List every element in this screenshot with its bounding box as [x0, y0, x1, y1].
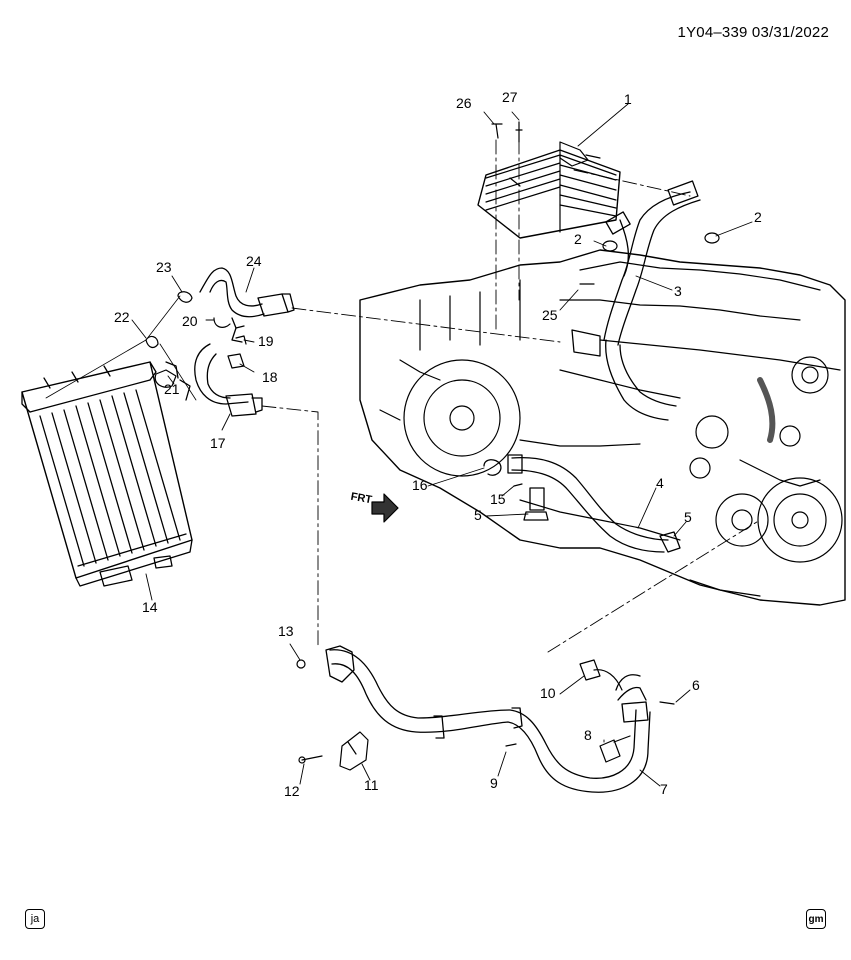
callout-8: 8 — [584, 727, 592, 743]
fitting-18 — [227, 353, 245, 369]
hose-clamp-20 — [213, 317, 231, 328]
callout-12: 12 — [284, 783, 300, 799]
callout-5b: 5 — [684, 509, 692, 525]
callout-10: 10 — [540, 685, 556, 701]
hose-clamp-21 — [154, 369, 177, 388]
callout-16: 16 — [412, 477, 428, 493]
nut-13 — [296, 659, 306, 669]
callout-13: 13 — [278, 623, 294, 639]
alignment-lines — [261, 139, 761, 653]
callout-21: 21 — [164, 381, 180, 397]
upper-radiator-hose — [199, 267, 295, 343]
callout-23: 23 — [156, 259, 172, 275]
lower-radiator-hose-engine-section — [483, 454, 681, 553]
callout-9: 9 — [490, 775, 498, 791]
frt-label: FRT — [350, 491, 373, 507]
callout-25: 25 — [542, 307, 558, 323]
o-ring-2-right — [704, 232, 720, 244]
stud-27 — [515, 121, 523, 143]
leader-lines — [45, 103, 753, 787]
language-tag: ja — [25, 909, 45, 929]
coolant-hose-7 — [325, 645, 651, 793]
callout-1: 1 — [624, 91, 632, 107]
callout-11: 11 — [364, 777, 379, 793]
callout-15: 15 — [490, 491, 506, 507]
radiator — [21, 361, 193, 587]
callout-26: 26 — [456, 95, 472, 111]
clip-23 — [177, 291, 193, 303]
callout-6: 6 — [692, 677, 700, 693]
bracket-11 — [339, 731, 369, 771]
engine-transmission-assembly — [359, 249, 846, 606]
callout-2b: 2 — [754, 209, 762, 225]
clip-19 — [235, 335, 247, 345]
callout-22: 22 — [114, 309, 130, 325]
bolt-26 — [491, 123, 503, 139]
callout-17: 17 — [210, 435, 226, 451]
gm-logo: gm — [806, 909, 826, 929]
callout-20: 20 — [182, 313, 198, 329]
o-ring-2-left — [602, 240, 618, 252]
callout-7: 7 — [660, 781, 668, 797]
front-direction-marker — [371, 493, 399, 523]
callout-24: 24 — [246, 253, 262, 269]
bolt-9 — [505, 743, 517, 747]
clip-22 — [145, 335, 159, 349]
bolt-6 — [659, 701, 675, 705]
fasteners — [296, 121, 675, 764]
callout-2a: 2 — [574, 231, 582, 247]
callout-14: 14 — [142, 599, 158, 615]
bolt-15 — [513, 483, 523, 487]
callout-19: 19 — [258, 333, 274, 349]
callout-18: 18 — [262, 369, 278, 385]
diagram-code: 1Y04–339 03/31/2022 — [677, 24, 829, 41]
transmission-fluid-cooler — [477, 141, 621, 239]
callout-3: 3 — [674, 283, 682, 299]
callout-27: 27 — [502, 89, 518, 105]
cooler-hose-assembly — [571, 180, 701, 421]
hose-clamp-10 — [579, 659, 623, 691]
radiator-inlet-hose — [194, 343, 263, 417]
callout-4: 4 — [656, 475, 664, 491]
callout-5a: 5 — [474, 507, 482, 523]
fitting-8 — [599, 735, 631, 763]
